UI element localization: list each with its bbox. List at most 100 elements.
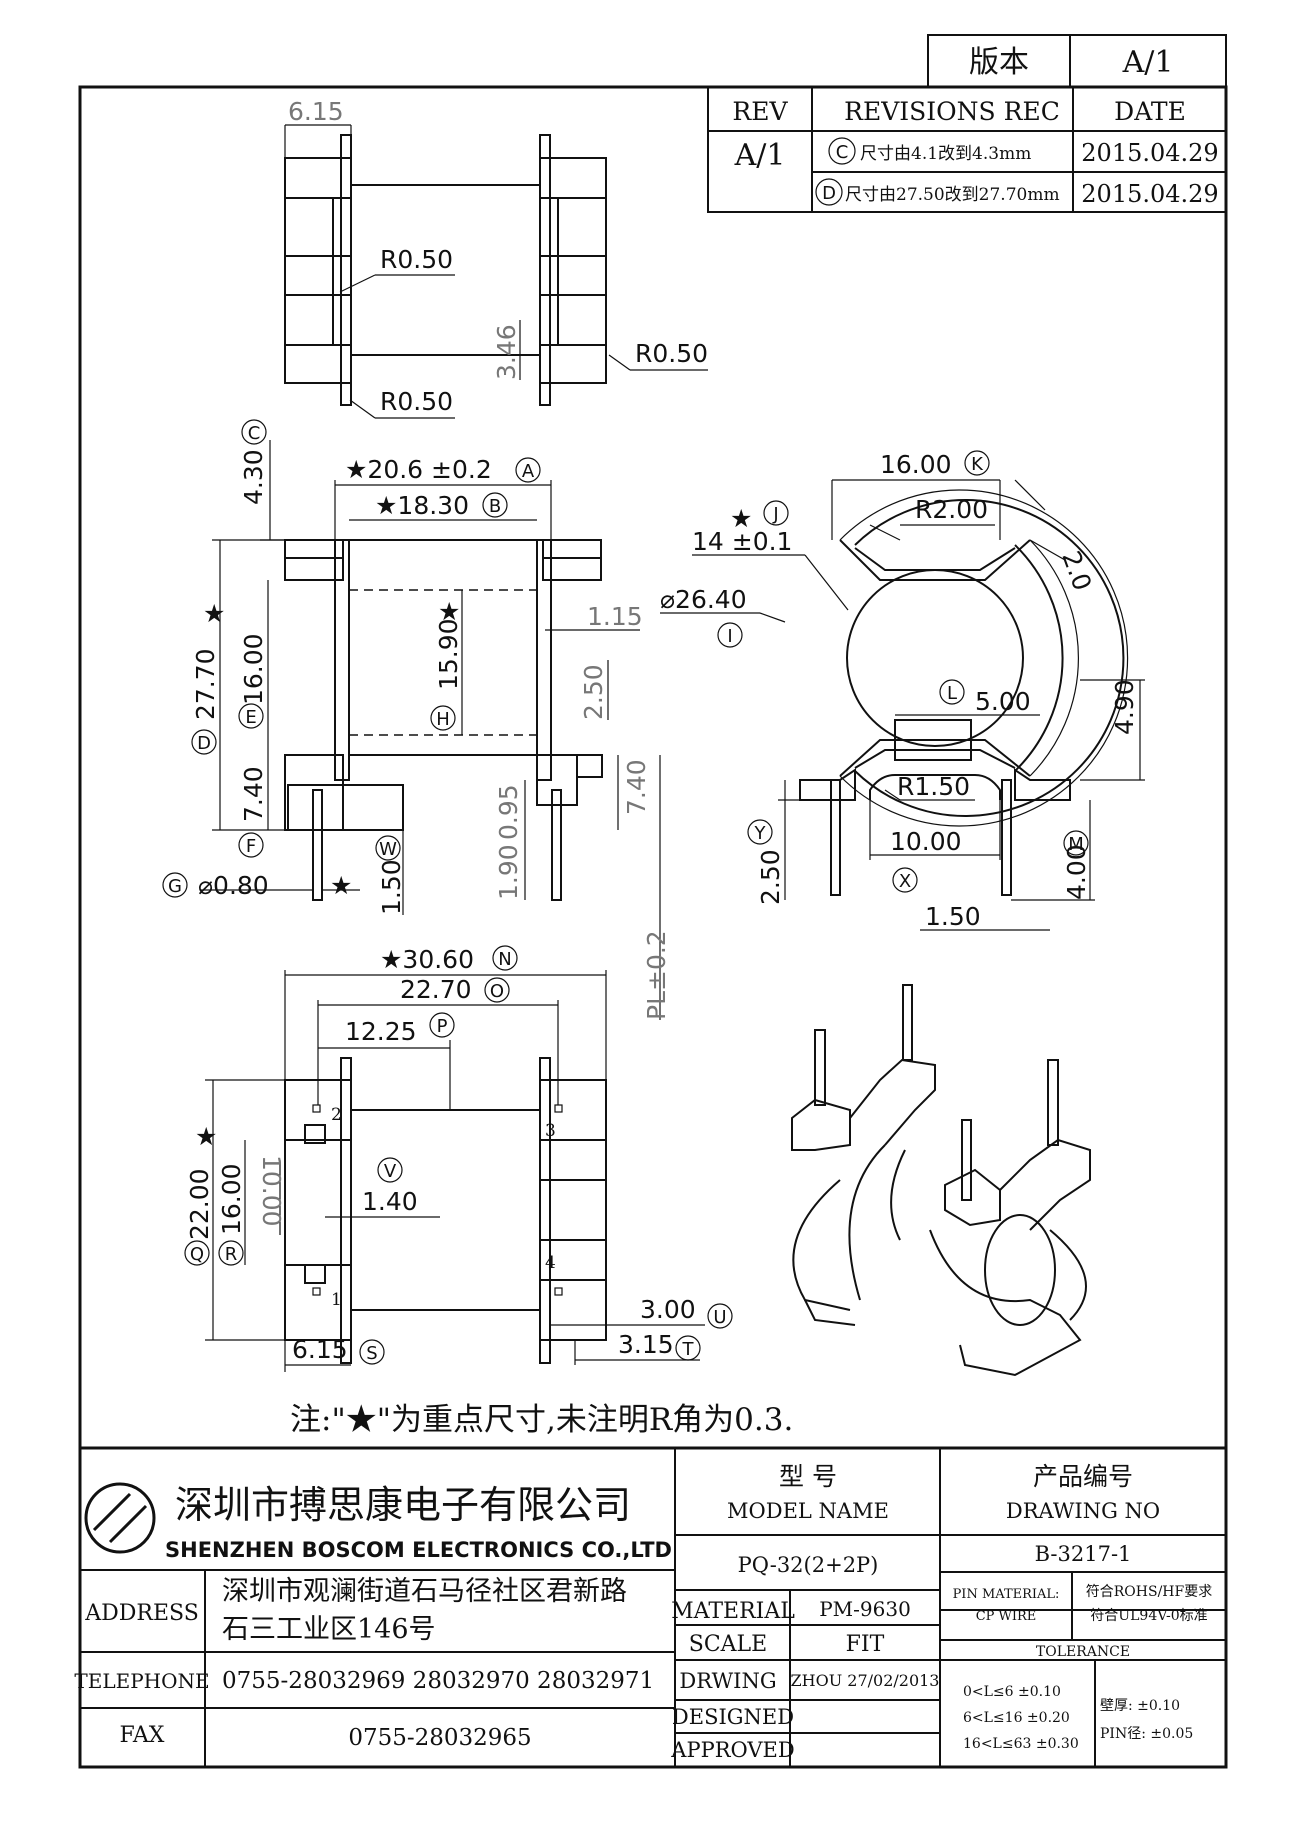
pin-number: 1 (331, 1290, 342, 1310)
sheet-border (78, 85, 1228, 1769)
dim-bottom-3-00: 3.00 (640, 1295, 696, 1324)
fax-value: 0755-28032965 (348, 1725, 531, 1751)
material-value: PM-9630 (819, 1597, 911, 1621)
mark-i: I (727, 626, 732, 647)
dim-top-r050-b: R0.50 (635, 339, 708, 368)
rev-header: REV (732, 97, 788, 126)
rev-date-d: 2015.04.29 (1081, 180, 1218, 208)
drawing-label-cn: 产品编号 (1033, 1462, 1133, 1491)
dim-2-50: 2.50 (579, 664, 608, 720)
dim-front-16-00: 16.00 (239, 633, 268, 705)
side-dimensions: 1.15 2.50 0.95 1.90 7.40 PL±0.2 (494, 602, 671, 1020)
mark-g: G (168, 876, 182, 897)
version-label: 版本 (969, 45, 1029, 80)
mark-x: X (899, 871, 911, 892)
dim-front-20-6: ★20.6 ±0.2 (345, 455, 492, 484)
mark-q: Q (190, 1244, 204, 1265)
mark-f: F (246, 836, 256, 857)
mark-a: A (522, 461, 535, 482)
dim-end-2-50: 2.50 (756, 849, 785, 905)
mark-h: H (436, 709, 450, 730)
mark-e: E (245, 707, 256, 728)
mark-y: Y (754, 823, 767, 844)
pin-number: 3 (545, 1121, 556, 1141)
star-q: ★ (195, 1122, 217, 1151)
dim-end-5-00: 5.00 (975, 687, 1031, 716)
dim-front-d0-80: ⌀0.80 (198, 871, 269, 900)
dim-bottom-30-60: ★30.60 (380, 945, 474, 974)
telephone-label: TELEPHONE (74, 1669, 209, 1693)
mark-t: T (682, 1339, 695, 1360)
dim-end-10-00: 10.00 (890, 827, 962, 856)
model-label-en: MODEL NAME (727, 1499, 889, 1523)
dim-1-15: 1.15 (587, 602, 643, 631)
pin-number: 4 (545, 1253, 556, 1273)
dim-front-1-50: 1.50 (377, 859, 406, 915)
model-label-cn: 型 号 (779, 1462, 837, 1491)
approved-label: APPROVED (670, 1738, 794, 1762)
isometric-view (791, 984, 1091, 1377)
mark-c: C (248, 423, 261, 444)
pin-material-value: CP WIRE (976, 1609, 1037, 1624)
dim-bottom-3-15: 3.15 (618, 1330, 674, 1359)
mark-o: O (490, 981, 504, 1002)
dim-end-4-90: 4.90 (1110, 679, 1139, 735)
mark-s: S (366, 1343, 377, 1364)
rev-mark-d: D (822, 183, 836, 204)
drawing-label-en: DRAWING NO (1006, 1499, 1160, 1523)
rev-date-c: 2015.04.29 (1081, 139, 1218, 167)
wall-tolerance: 壁厚: ±0.10 (1100, 1698, 1180, 1714)
drwing-label: DRWING (679, 1669, 776, 1693)
dim-end-d26-40: ⌀26.40 (660, 585, 747, 614)
address-line2: 石三工业区146号 (222, 1614, 436, 1645)
mark-n: N (498, 949, 511, 970)
pin-number: 2 (331, 1105, 342, 1125)
company-name-en: SHENZHEN BOSCOM ELECTRONICS CO.,LTD (165, 1538, 672, 1562)
company-logo (84, 1482, 156, 1554)
dim-top-r050-a: R0.50 (380, 245, 453, 274)
tolerance-row-2: 6<L≤16 ±0.20 (963, 1710, 1070, 1726)
dim-bottom-22-00: 22.00 (185, 1168, 214, 1240)
dim-top-6-15: 6.15 (288, 97, 344, 126)
bottom-view: 2 1 3 4 ★30.60 N 22.70 O 12.25 P 22.00 ★… (184, 945, 733, 1372)
rev-value: A/1 (734, 138, 786, 173)
star-j: ★ (730, 504, 752, 533)
dim-bottom-1-40: 1.40 (362, 1187, 418, 1216)
mark-l: L (947, 683, 957, 704)
fax-label: FAX (120, 1723, 165, 1748)
dim-end-16-00: 16.00 (880, 450, 952, 479)
star-h: ★ (438, 597, 460, 626)
rev-mark-c: C (836, 142, 849, 163)
dim-end-1-50: 1.50 (925, 902, 981, 931)
rev-text-d: 尺寸由27.50改到27.70mm (845, 185, 1060, 205)
top-view: 6.15 R0.50 R0.50 R0.50 3.46 (284, 97, 708, 419)
version-value: A/1 (1122, 45, 1174, 80)
rev-mark-circle (828, 137, 856, 165)
star-g: ★ (330, 871, 352, 900)
dim-end-4-00: 4.00 (1062, 844, 1091, 900)
tolerance-row-1: 0<L≤6 ±0.10 (963, 1684, 1061, 1700)
address-label: ADDRESS (84, 1601, 199, 1626)
date-header: DATE (1114, 97, 1186, 126)
mark-k: K (971, 454, 984, 475)
dim-front-7-40: 7.40 (239, 766, 268, 822)
mark-p: P (437, 1016, 448, 1037)
model-value: PQ-32(2+2P) (738, 1553, 879, 1577)
address-line1: 深圳市观澜街道石马径社区君新路 (222, 1576, 627, 1607)
scale-label: SCALE (689, 1632, 767, 1657)
tolerance-row-3: 16<L≤63 ±0.30 (963, 1736, 1079, 1752)
dim-end-r2-00: R2.00 (915, 495, 988, 524)
dim-bottom-12-25: 12.25 (345, 1017, 417, 1046)
dim-front-18-30: ★18.30 (375, 491, 469, 520)
mark-r: R (225, 1244, 238, 1265)
dim-0-95: 0.95 (494, 784, 523, 840)
mark-m: M (1068, 834, 1084, 855)
dim-top-3-46: 3.46 (492, 324, 521, 380)
dim-bottom-10-00: 10.00 (257, 1155, 286, 1227)
dim-front-27-70: 27.70 (191, 648, 220, 720)
rev-mark-circle (815, 178, 843, 206)
rohs-compliance: 符合ROHS/HF要求 (1086, 1584, 1212, 1600)
designed-label: DESIGNED (672, 1705, 794, 1729)
drwing-value: ZHOU 27/02/2013 (791, 1671, 940, 1690)
